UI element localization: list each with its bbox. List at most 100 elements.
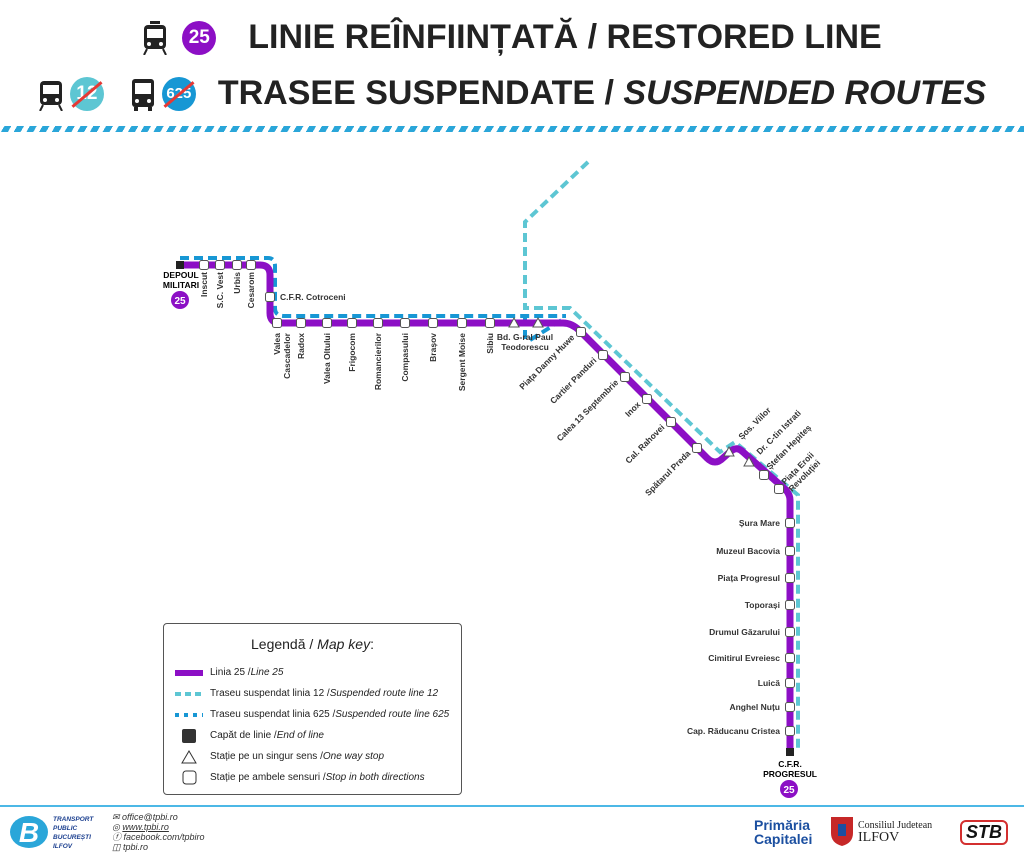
station-label: Toporași [745,600,780,610]
legend-title-en: Map key [317,636,371,652]
legend-item-route12: Traseu suspendat linia 12 / Suspended ro… [164,683,461,704]
two-way-stop-icon[interactable] [246,260,256,270]
two-way-stop-icon[interactable] [642,394,652,404]
legend-item-line25: Linia 25 / Line 25 [164,662,461,683]
route-625-path [180,256,567,342]
station-label: Inox [623,399,643,419]
station-label: Romancierilor [373,332,383,390]
station-label: Anghel Nuțu [729,702,780,712]
end-of-line-icon [182,728,196,743]
svg-text:B: B [19,817,39,848]
line-25-swatch-icon [175,669,203,676]
two-way-stop-icon[interactable] [785,546,795,556]
stb-logo: STB [960,820,1008,845]
station-label: Cal. Rahovei [623,422,666,465]
two-way-stop-icon[interactable] [785,573,795,583]
station-label: Radox [296,333,306,359]
station-label: Drumul Găzarului [709,627,780,637]
station-label: Luică [758,678,780,688]
two-way-stop-icon[interactable] [785,518,795,528]
two-way-stop-icon[interactable] [485,318,495,328]
station-label: C.F.R. Cotroceni [280,292,346,302]
two-way-stop-icon[interactable] [785,627,795,637]
station-label: Piața Progresul [718,573,780,583]
two-way-stop-icon [182,770,196,785]
station-label: Cimitirul Evreiesc [708,653,780,663]
primaria-logo: Primăria Capitalei [754,817,813,847]
header-divider [0,126,1024,132]
line-25-badge: 25 [182,20,217,55]
tpbi-logo-text: TRANSPORT PUBLIC BUCUREȘTI ILFOV [53,816,94,850]
one-way-stop-icon[interactable] [508,316,520,328]
two-way-stop-icon[interactable] [785,600,795,610]
station-label: Compasului [400,333,410,382]
station-label: Sibiu [485,333,495,354]
two-way-stop-icon[interactable] [272,318,282,328]
instagram-link[interactable]: ◫ tpbi.ro [112,842,149,852]
one-way-stop-icon[interactable] [743,455,755,467]
station-label: Brașov [428,333,438,362]
station-label: Muzeul Bacovia [716,546,780,556]
station-label: Cartier Panduri [548,355,598,405]
two-way-stop-icon[interactable] [785,678,795,688]
line-25-badge-start [171,291,189,309]
station-label: Urbis [232,272,242,294]
two-way-stop-icon[interactable] [199,260,209,270]
two-way-stop-icon[interactable] [620,372,630,382]
header-suspended-routes: 12 625 TRASEE SUSPENDATE / SUSPENDED ROU… [0,74,1024,113]
two-way-stop-icon[interactable] [666,417,676,427]
line-12-badge: 12 [69,76,104,111]
two-way-stop-icon[interactable] [296,318,306,328]
legend-item-bothways: Stație pe ambele sensuri / Stop in both … [164,767,461,788]
two-way-stop-icon[interactable] [692,443,702,453]
route-12-swatch-icon [175,691,203,696]
two-way-stop-icon[interactable] [598,350,608,360]
legend-item-oneway: Stație pe un singur sens / One way stop [164,746,461,767]
two-way-stop-icon[interactable] [785,702,795,712]
two-way-stop-icon[interactable] [428,318,438,328]
two-way-stop-icon[interactable] [232,260,242,270]
station-label: Șura Mare [739,518,780,528]
terminus-depoul-militari [176,261,184,269]
station-label: Valea Oltului [322,333,332,384]
route-12-path [523,160,800,752]
two-way-stop-icon[interactable] [215,260,225,270]
one-way-stop-icon[interactable] [723,445,735,457]
station-label: Inscut [199,272,209,297]
tpbi-logo-icon: B [10,816,48,848]
line-25-badge-start-label: 25 [174,296,186,307]
suspended-title-en: SUSPENDED ROUTES [623,74,987,112]
line-625-badge: 625 [161,76,196,111]
email-link[interactable]: ✉ office@tpbi.ro [112,812,178,822]
two-way-stop-icon[interactable] [457,318,467,328]
two-way-stop-icon[interactable] [400,318,410,328]
station-label: Sergent Moise [457,333,467,391]
bus-icon [131,78,154,111]
two-way-stop-icon[interactable] [347,318,357,328]
legend-item-route625: Traseu suspendat linia 625 / Suspended r… [164,704,461,725]
web-link[interactable]: ◎ www.tpbi.ro [112,822,169,832]
two-way-stop-icon[interactable] [785,726,795,736]
tram-icon [38,80,63,111]
map-legend: Legendă / Map key: Linia 25 / Line 25 Tr… [163,623,462,795]
restored-line-title: LINIE REÎNFIINȚATĂ / RESTORED LINE [248,18,882,56]
two-way-stop-icon[interactable] [774,484,784,494]
terminus-cfr-progresul [786,748,794,756]
one-way-stop-icon[interactable] [532,316,544,328]
two-way-stop-icon[interactable] [576,327,586,337]
station-label: Cesarom [246,272,256,309]
two-way-stop-icon[interactable] [322,318,332,328]
station-label: Spătarul Preda [643,448,693,498]
station-label: Cap. Răducanu Cristea [687,726,780,736]
two-way-stop-icon[interactable] [759,470,769,480]
footer-divider [0,805,1024,807]
facebook-link[interactable]: ⓕ facebook.com/tpbiro [112,832,205,842]
two-way-stop-icon[interactable] [265,292,275,302]
footer-contacts: ✉ office@tpbi.ro ◎ www.tpbi.ro ⓕ faceboo… [112,812,205,852]
two-way-stop-icon[interactable] [785,653,795,663]
two-way-stop-icon[interactable] [373,318,383,328]
